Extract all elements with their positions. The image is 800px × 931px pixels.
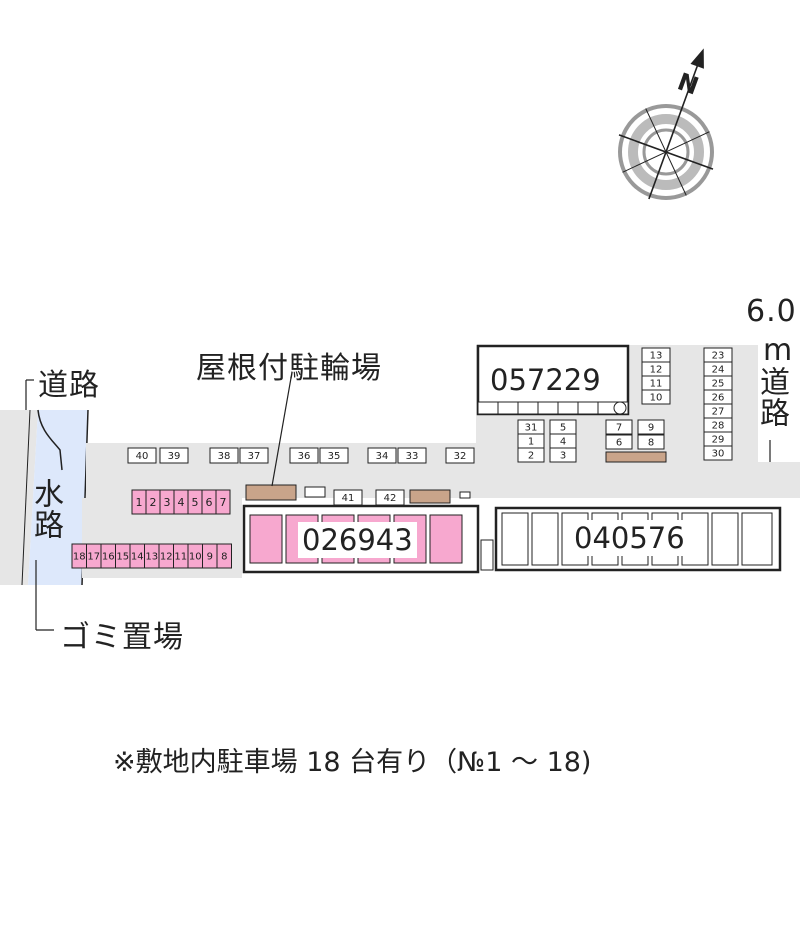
parking-slot-c1-label: 1 bbox=[528, 437, 534, 448]
parking-slot-35-label: 35 bbox=[328, 451, 341, 462]
parking-slot-34-box bbox=[367, 447, 397, 464]
parking-slot-36-label: 36 bbox=[298, 451, 311, 462]
parking-slot-c5-label: 5 bbox=[560, 423, 566, 434]
parking-slot-34-label: 34 bbox=[376, 451, 389, 462]
parking-slot-c2-label: 2 bbox=[528, 451, 534, 462]
parking-slot-32-label: 32 bbox=[454, 451, 467, 462]
bicycle-leader bbox=[271, 377, 292, 487]
resident-parking-lower-12-label: 12 bbox=[160, 552, 173, 563]
bicycle-parking bbox=[245, 484, 297, 501]
parking-slot-c8-label: 8 bbox=[648, 438, 654, 449]
parking-slot-c6-label: 6 bbox=[616, 438, 622, 449]
resident-parking-lower-14-label: 14 bbox=[131, 552, 144, 563]
parking-slot-c2-box bbox=[517, 447, 545, 463]
resident-parking-lower-13-label: 13 bbox=[145, 552, 158, 563]
parking-slot-33-label: 33 bbox=[406, 451, 419, 462]
parking-note: ※敷地内駐車場 18 台有り（№1 〜 18) bbox=[113, 747, 592, 778]
parking-slot-c4-label: 4 bbox=[560, 437, 566, 448]
parking-slot-c3-label: 3 bbox=[560, 451, 566, 462]
road-left-label: 道路 bbox=[38, 368, 100, 403]
parking-slot-33-box bbox=[397, 447, 427, 464]
parking-slot-c6-box bbox=[605, 434, 633, 450]
parking-slot-12-label: 12 bbox=[650, 365, 663, 376]
parking-slot-c3-box bbox=[549, 447, 577, 463]
parking-slot-25-label: 25 bbox=[712, 379, 725, 390]
parking-slot-32-box bbox=[445, 447, 475, 464]
resident-parking-lower-16-label: 16 bbox=[102, 552, 115, 563]
parking-slot-c8-box bbox=[637, 434, 665, 450]
bicycle-parking-label: 屋根付駐輪場 bbox=[196, 351, 382, 386]
road-width-label: 6.0 bbox=[746, 294, 797, 329]
parking-slot-41-label: 41 bbox=[342, 493, 355, 504]
parking-slot-41-box bbox=[333, 489, 363, 506]
bike-rack-right bbox=[409, 489, 451, 504]
resident-parking-7-box bbox=[215, 489, 231, 515]
parking-slot-28-label: 28 bbox=[712, 421, 725, 432]
resident-parking-lower-17-label: 17 bbox=[87, 552, 100, 563]
parking-slot-40-box bbox=[127, 447, 157, 464]
resident-parking-7-label: 7 bbox=[220, 496, 227, 509]
canal bbox=[28, 410, 88, 585]
parking-slot-35-box bbox=[319, 447, 349, 464]
parking-slot-24-label: 24 bbox=[712, 365, 725, 376]
resident-parking-2-label: 2 bbox=[150, 496, 157, 509]
resident-parking-lower-10-label: 10 bbox=[189, 552, 202, 563]
canal-label: 水路 bbox=[28, 478, 63, 540]
canal-edge bbox=[37, 409, 63, 471]
resident-parking-lower-9-label: 9 bbox=[207, 552, 213, 563]
resident-parking-lower-8-box bbox=[216, 543, 232, 569]
building-label-040576: 040576 bbox=[570, 520, 689, 556]
parking-slot-42-box bbox=[375, 489, 405, 506]
parking-slot-39-label: 39 bbox=[168, 451, 181, 462]
parking-slot-c31-label: 31 bbox=[525, 423, 538, 434]
building-label-057229: 057229 bbox=[486, 362, 605, 398]
parking-slot-38-label: 38 bbox=[218, 451, 231, 462]
parking-slot-29-label: 29 bbox=[712, 435, 725, 446]
parking-slot-26-label: 26 bbox=[712, 393, 725, 404]
resident-parking-lower-11-label: 11 bbox=[174, 552, 187, 563]
road-width-unit: m bbox=[763, 333, 794, 368]
parking-slot-40-label: 40 bbox=[136, 451, 149, 462]
resident-parking-lower-15-label: 15 bbox=[116, 552, 129, 563]
parking-slot-38-box bbox=[209, 447, 239, 464]
compass-rose bbox=[618, 48, 714, 200]
parking-slot-27-label: 27 bbox=[712, 407, 725, 418]
parking-slot-c9-label: 9 bbox=[648, 423, 654, 434]
parking-slot-10-box bbox=[641, 389, 671, 405]
parking-slot-30-label: 30 bbox=[712, 449, 725, 460]
parking-slot-11-label: 11 bbox=[650, 379, 663, 390]
parking-slot-c7-label: 7 bbox=[616, 423, 622, 434]
right-road-link bbox=[758, 462, 800, 498]
building-label-026943: 026943 bbox=[298, 522, 417, 558]
road-right-label: 道路 bbox=[754, 366, 789, 428]
resident-parking-6-label: 6 bbox=[206, 496, 213, 509]
parking-slot-10-label: 10 bbox=[650, 393, 663, 404]
parking-slot-42-label: 42 bbox=[384, 493, 397, 504]
resident-parking-3-label: 3 bbox=[164, 496, 171, 509]
parking-slot-30-box bbox=[703, 445, 733, 461]
resident-parking-lower-8-label: 8 bbox=[221, 552, 227, 563]
bike-rack-center bbox=[605, 451, 667, 463]
resident-parking-lower-18-label: 18 bbox=[73, 552, 86, 563]
parking-slot-36-box bbox=[289, 447, 319, 464]
garbage-label: ゴミ置場 bbox=[60, 620, 184, 655]
parking-slot-37-box bbox=[239, 447, 269, 464]
parking-slot-39-box bbox=[159, 447, 189, 464]
resident-parking-5-label: 5 bbox=[192, 496, 199, 509]
parking-slot-23-label: 23 bbox=[712, 351, 725, 362]
parking-slot-c9-box bbox=[637, 419, 665, 435]
resident-parking-4-label: 4 bbox=[178, 496, 185, 509]
resident-parking-1-label: 1 bbox=[136, 496, 143, 509]
parking-slot-c7-box bbox=[605, 419, 633, 435]
parking-slot-13-label: 13 bbox=[650, 351, 663, 362]
parking-slot-37-label: 37 bbox=[248, 451, 261, 462]
